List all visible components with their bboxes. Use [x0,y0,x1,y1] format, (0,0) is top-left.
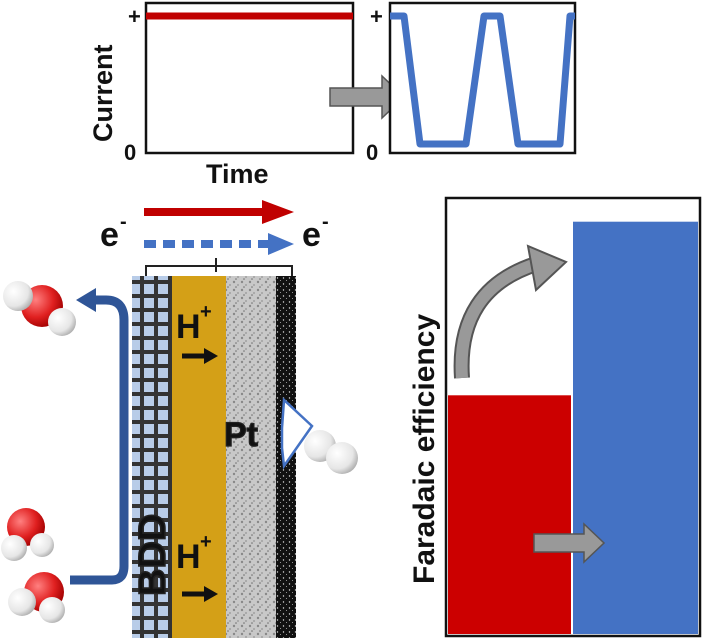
proton-charge-top: + [200,301,212,323]
hydrogen-atom [8,588,36,616]
water-molecule-out [3,281,76,336]
y-bottom-tick: 0 [124,140,136,165]
electron-charge-right: - [322,211,329,233]
plot-frame [144,1,355,155]
faradaic-efficiency-axis-label: Faradaic efficiency [408,314,441,584]
proton-label-bottom: H [176,538,201,576]
hydrogen-atom [30,533,54,557]
current-plot-constant: + 0 Current Time [88,1,355,189]
bdd-label: BDD [132,514,174,596]
electrolysis-cell: BDD Pt H + H + [131,276,296,638]
improvement-arrow [455,258,538,379]
proton-arrowhead-top [204,348,218,364]
y-bottom-tick: 0 [366,140,378,165]
current-plot-pulsed: + 0 [366,1,577,165]
proton-charge-bottom: + [200,531,212,553]
comparison-arrow [533,522,606,564]
circuit-wire [145,265,293,276]
water-flow-arrowhead [76,288,96,312]
y-top-tick: + [370,4,383,29]
electron-label-right: e [302,216,321,254]
water-molecule-in-2 [8,572,65,623]
hydrogen-molecule [304,430,358,474]
hydrogen-atom [326,442,358,474]
proton-arrowhead-bottom [204,586,218,602]
electron-flow: e - e - [100,200,329,255]
pulsed-electron-arrowhead [268,233,294,255]
water-flow-arrow [70,295,129,585]
improvement-arrowhead [526,244,568,292]
time-axis-label: Time [206,159,269,189]
electron-label-left: e [100,216,119,254]
gas-diffusion-layer [226,276,276,638]
hydrogen-atom [3,281,33,311]
electron-charge-left: - [120,211,127,233]
bars [448,221,698,634]
hydrogen-atom [1,535,27,561]
hydrogen-atom [39,597,65,623]
bar-pulsed-current [573,221,698,634]
y-top-tick: + [128,4,141,29]
h2-outlet-arrow [280,397,314,470]
pt-label: Pt [224,416,258,454]
proton-label-top: H [176,308,201,346]
faradaic-efficiency-chart: Faradaic efficiency [408,196,702,638]
current-axis-label: Current [88,44,118,142]
bar-constant-current [448,395,571,634]
proton-exchange-membrane [172,276,226,638]
pulsed-current-trace [390,12,575,148]
water-molecule-in-1 [1,508,54,561]
bdd-anode-mesh [132,276,172,638]
continuous-electron-arrowhead [262,200,294,224]
hydrogen-atom [48,308,76,336]
